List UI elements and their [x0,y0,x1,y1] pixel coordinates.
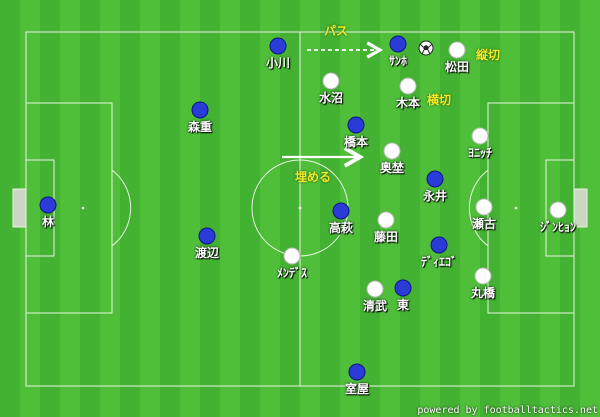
player-name-fujita: 藤田 [373,230,399,244]
player-name-ogawa: 小川 [265,56,291,70]
horizontal-cut-label: 横切 [427,93,452,107]
player-marker-okutsu [383,142,401,160]
player-marker-ogawa [269,37,287,55]
player-marker-mendes [283,247,301,265]
player-name-mizunuma: 水沼 [318,91,344,105]
player-marker-takahagi [332,202,350,220]
right-penalty-arc [468,169,489,247]
player-name-okutsu: 奥埜 [379,161,405,175]
player-marker-hayashi [39,196,57,214]
left-penalty-arc [111,169,132,247]
player-marker-diego [430,236,448,254]
right-goal [573,188,588,228]
player-marker-kiyotake [366,280,384,298]
player-name-higashi: 東 [396,298,410,312]
player-name-yonich: ﾖﾆｯﾁ [467,146,493,160]
player-marker-nagai [426,170,444,188]
player-marker-hashimoto [347,116,365,134]
player-marker-yonich [471,127,489,145]
right-penalty-spot [514,206,518,210]
player-name-muroya: 室屋 [344,382,370,396]
left-goal [12,188,27,228]
player-name-matsuda: 松田 [444,60,470,74]
player-name-hashimoto: 橋本 [343,135,369,149]
player-marker-maruhashi [474,267,492,285]
player-name-segoku: 瀬古 [471,217,497,231]
player-marker-mizunuma [322,72,340,90]
player-name-morishige: 森重 [187,120,213,134]
pass-label: パス [324,24,349,38]
player-name-kiyotake: 清武 [362,299,388,313]
vertical-cut-label: 縦切 [476,48,501,62]
player-marker-watanabe [198,227,216,245]
player-name-mendes: ﾒﾝﾃﾞｽ [276,266,308,280]
player-marker-jinhyon [549,201,567,219]
credit-text: powered by footballtactics.net [417,405,598,416]
player-name-hayashi: 林 [41,215,55,229]
player-name-diego: ﾃﾞｨｴｺﾞ [420,255,458,269]
player-marker-muroya [348,363,366,381]
player-marker-higashi [394,279,412,297]
ball-icon [418,40,434,56]
player-marker-fujita [377,211,395,229]
player-marker-sandro [389,35,407,53]
center-spot [298,206,302,210]
player-name-kimoto: 木本 [395,96,421,110]
player-marker-matsuda [448,41,466,59]
player-name-takahagi: 高萩 [328,221,354,235]
player-name-nagai: 永井 [422,189,448,203]
player-name-jinhyon: ｼﾞﾝﾋｮﾝ [539,220,577,234]
fill-space-label: 埋める [295,170,332,184]
player-marker-kimoto [399,77,417,95]
player-name-sandro: ｻﾝﾎ [388,54,408,68]
player-name-watanabe: 渡辺 [194,246,220,260]
left-penalty-spot [81,206,85,210]
player-name-maruhashi: 丸橋 [470,286,496,300]
player-marker-morishige [191,101,209,119]
player-marker-segoku [475,198,493,216]
